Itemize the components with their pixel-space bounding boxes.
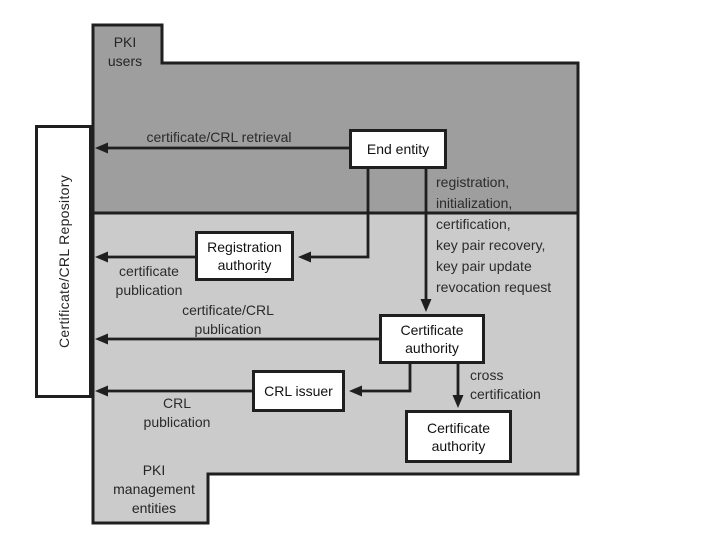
- arrowhead-cross-certification: [452, 395, 464, 408]
- edge-certificate-authority-to-crl-issuer: [358, 364, 412, 393]
- node-registration-authority: Registration authority: [195, 231, 294, 281]
- cross-certification-label: cross certification: [470, 367, 541, 402]
- crl-publication-label: CRL publication: [143, 395, 211, 430]
- arrowhead-certificate-publication: [95, 251, 108, 263]
- certificate-crl-repository-label: Certificate/CRL Repository: [55, 174, 72, 348]
- node-end-entity: End entity: [349, 129, 447, 169]
- certificate-crl-publication-label: certificate/CRL publication: [182, 302, 274, 337]
- arrowhead-certificate-crl-retrieval: [95, 142, 108, 154]
- arrowhead-certificate-authority-to-crl-issuer: [349, 385, 362, 397]
- certificate-crl-retrieval-label: certificate/CRL retrieval: [146, 129, 292, 145]
- arrowhead-end-entity-to-registration: [298, 251, 311, 263]
- certificate-publication-label: certificate publication: [115, 263, 183, 298]
- arrowhead-crl-publication: [95, 385, 108, 397]
- node-certificate-authority-1: Certificate authority: [379, 314, 485, 364]
- node-crl-issuer: CRL issuer: [252, 370, 345, 412]
- edges-layer: [95, 142, 464, 408]
- certificate-crl-repository-box: Certificate/CRL Repository: [35, 125, 92, 398]
- node-certificate-authority-2: Certificate authority: [405, 410, 512, 463]
- end-entity-operations-label: registration, initialization, certificat…: [436, 174, 552, 295]
- edge-end-entity-to-registration: [307, 169, 370, 259]
- pki-users-label: PKI users: [107, 34, 143, 69]
- arrowhead-end-entity-to-certificate-authority: [420, 299, 432, 312]
- arrowhead-certificate-crl-publication: [95, 333, 108, 345]
- pki-management-label: PKI management entities: [113, 462, 195, 516]
